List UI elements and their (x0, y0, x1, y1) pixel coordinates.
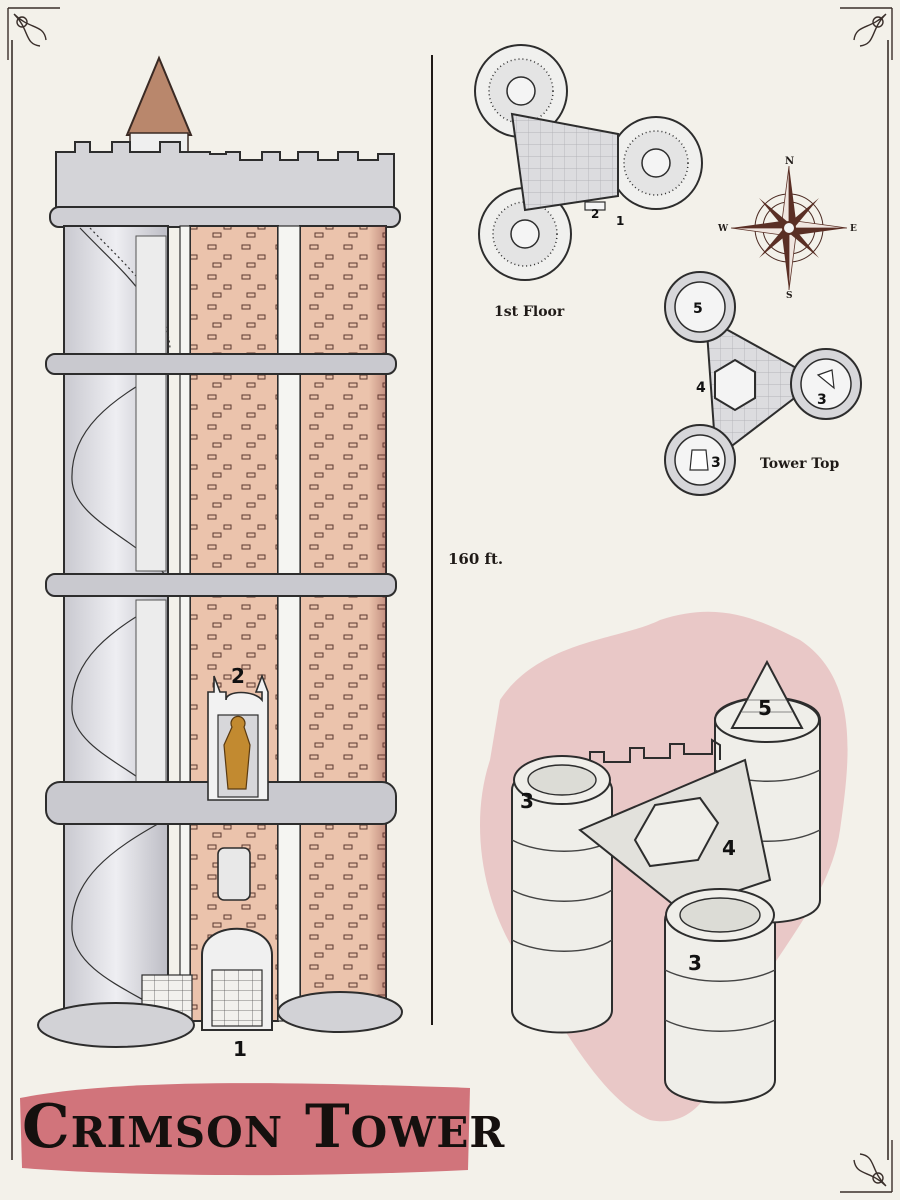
corner-ornament-top-left (7, 7, 60, 60)
first-floor-key-1: 1 (616, 214, 624, 228)
height-marker: 160 ft. (431, 55, 503, 1025)
tower-top-key-3a: 3 (817, 392, 827, 408)
iso-key-5: 5 (758, 696, 772, 720)
tower-base (37, 991, 403, 1048)
compass-n: N (785, 156, 794, 167)
elevation-key-1: 1 (233, 1037, 247, 1061)
floor-bands (45, 353, 397, 825)
compass-s: S (786, 291, 793, 301)
iso-key-3a: 3 (520, 789, 534, 813)
tower-elevation (37, 55, 403, 1048)
first-floor-label: 1st Floor (494, 304, 565, 320)
title-banner-wash (20, 1083, 470, 1176)
height-label: 160 ft. (448, 550, 503, 568)
map-title: Crimson Tower (22, 1092, 506, 1162)
entrance-arch (141, 927, 273, 1031)
tower-top-key-3b: 3 (711, 455, 721, 471)
compass-w: W (717, 224, 729, 234)
wall-plaque (217, 847, 251, 901)
tower-top-key-4: 4 (696, 380, 706, 396)
tower-top-plan (664, 271, 862, 496)
first-floor-key-2: 2 (591, 207, 599, 221)
shrine-statue (207, 673, 269, 801)
tower-top-label: Tower Top (760, 456, 840, 472)
corner-ornament-top-right (840, 7, 893, 60)
iso-key-4: 4 (722, 836, 736, 860)
tower-top-key-5: 5 (693, 301, 703, 317)
battlements (55, 141, 395, 209)
corner-ornament-bottom-right (840, 1140, 893, 1193)
compass-rose-icon (730, 165, 848, 291)
compass-e: E (850, 224, 857, 234)
first-floor-plan (474, 44, 703, 281)
brick-column-center (189, 225, 279, 1022)
iso-key-3b: 3 (688, 951, 702, 975)
elevation-key-2: 2 (231, 664, 245, 688)
isometric-tower-view (480, 611, 848, 1122)
